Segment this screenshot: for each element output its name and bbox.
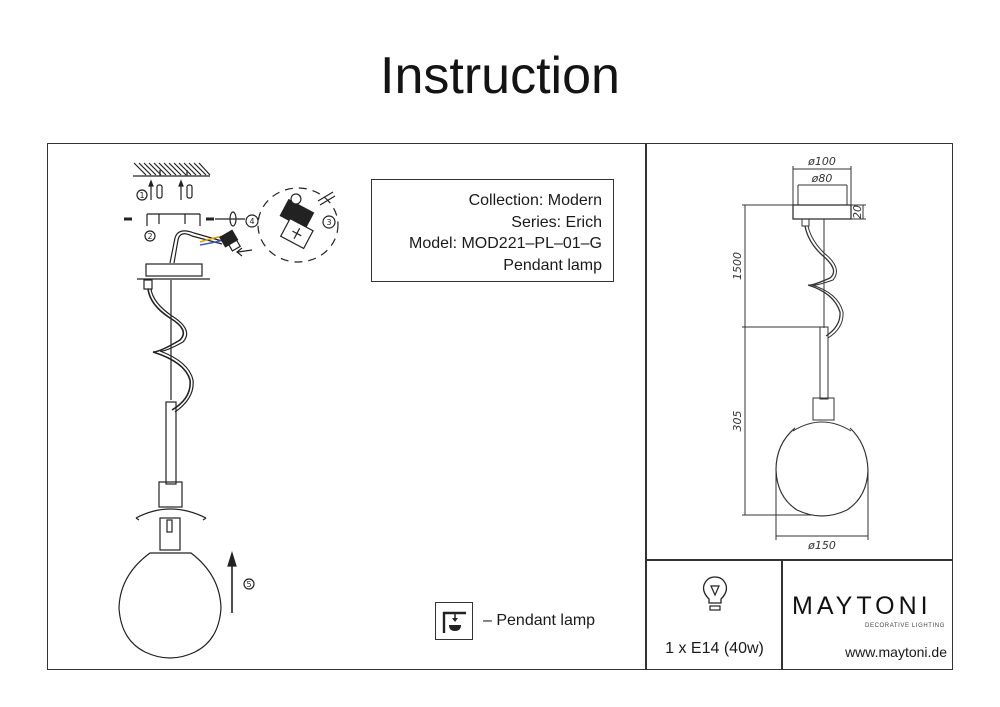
step-1-label: 1 bbox=[139, 191, 144, 200]
product-info-box: Collection: Modern Series: Erich Model: … bbox=[371, 179, 614, 282]
dim-shade-diameter: ø150 bbox=[807, 539, 836, 552]
light-bulb-icon bbox=[702, 576, 728, 611]
dim-lamp-height: 305 bbox=[731, 411, 744, 432]
product-type-label: Pendant lamp bbox=[503, 256, 602, 274]
series-label: Series: Erich bbox=[511, 213, 602, 231]
brand-url[interactable]: www.maytoni.de bbox=[845, 644, 947, 660]
dim-canopy-height: 20 bbox=[851, 205, 864, 219]
step-3-label: 3 bbox=[326, 218, 331, 227]
collection-label: Collection: Modern bbox=[468, 192, 602, 209]
step-2-label: 2 bbox=[147, 232, 152, 241]
dim-canopy-outer: ø100 bbox=[807, 155, 836, 168]
ceiling-hatch-icon bbox=[133, 162, 211, 177]
dim-canopy-inner: ø80 bbox=[811, 172, 833, 185]
brand-name: MAYTONI bbox=[792, 592, 932, 620]
brand-logo: MAYTONI DECORATIVE LIGHTING bbox=[792, 592, 947, 629]
document-title: Instruction bbox=[380, 47, 620, 105]
divider-vertical bbox=[645, 143, 647, 670]
step-5-label: 5 bbox=[246, 580, 251, 589]
model-label: Model: MOD221–PL–01–G bbox=[409, 235, 602, 252]
bulb-spec: 1 x E14 (40w) bbox=[665, 640, 764, 657]
dim-cable-length: 1500 bbox=[731, 252, 744, 280]
instruction-frame bbox=[47, 143, 953, 670]
step-4-label: 4 bbox=[249, 217, 254, 226]
brand-tagline: DECORATIVE LIGHTING bbox=[865, 623, 945, 629]
divider-bulb-brand bbox=[781, 559, 783, 670]
pendant-lamp-icon bbox=[435, 602, 473, 640]
legend: – Pendant lamp bbox=[435, 602, 595, 640]
divider-horizontal bbox=[645, 559, 953, 561]
legend-label: – Pendant lamp bbox=[483, 612, 596, 629]
